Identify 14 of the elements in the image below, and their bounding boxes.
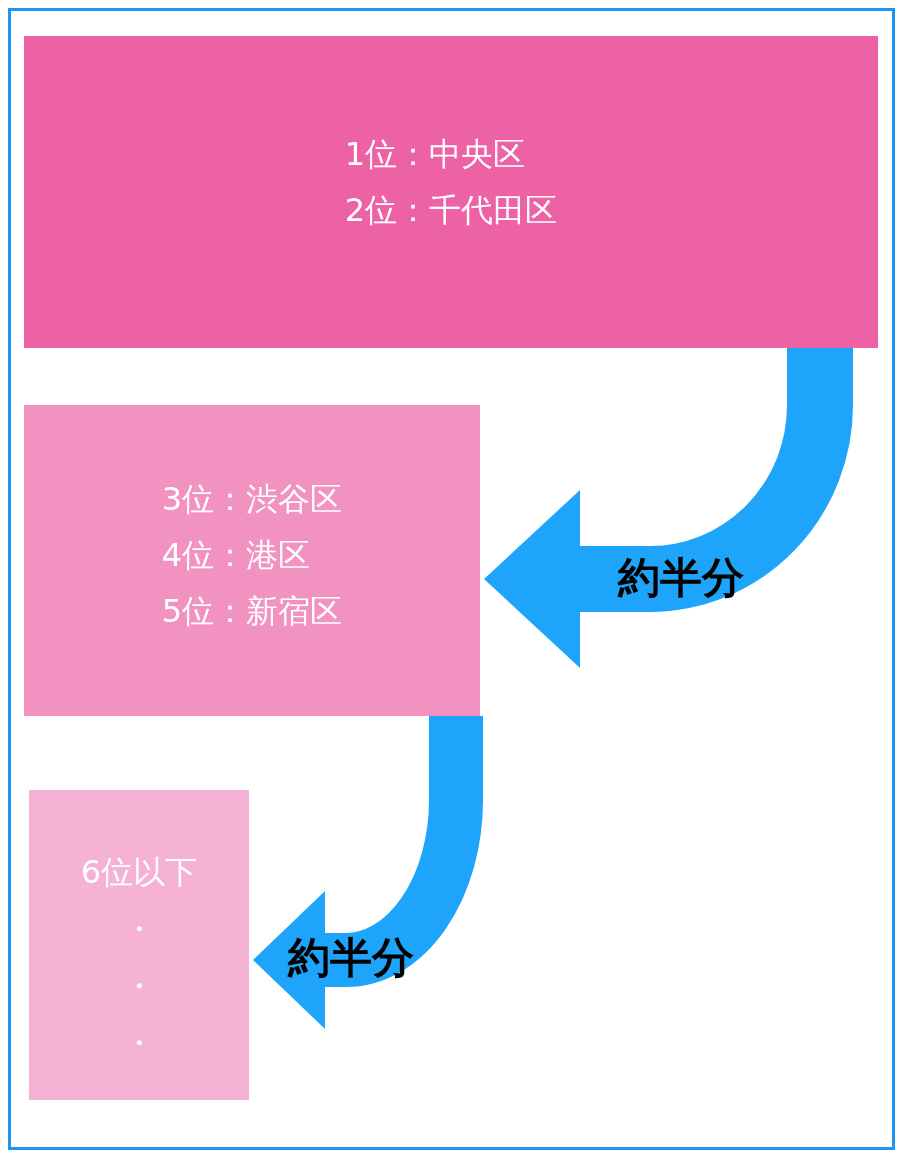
- ranking-text: 5位：新宿区: [161, 590, 343, 632]
- ranking-text: 1位：中央区: [344, 134, 526, 175]
- edge-label: 約半分: [618, 557, 744, 599]
- ranking-text: ・: [123, 1023, 155, 1064]
- ranking-text: 4位：港区: [161, 534, 311, 576]
- ranking-box: [29, 790, 249, 1100]
- ranking-box: [24, 36, 878, 348]
- ranking-text: 2位：千代田区: [344, 190, 558, 231]
- ranking-text: 3位：渋谷区: [161, 478, 343, 520]
- ranking-text: ・: [123, 909, 155, 950]
- edge-label: 約半分: [288, 937, 414, 979]
- ranking-text: 6位以下: [80, 852, 198, 893]
- ranking-box: [24, 405, 480, 716]
- ranking-text: ・: [123, 966, 155, 1007]
